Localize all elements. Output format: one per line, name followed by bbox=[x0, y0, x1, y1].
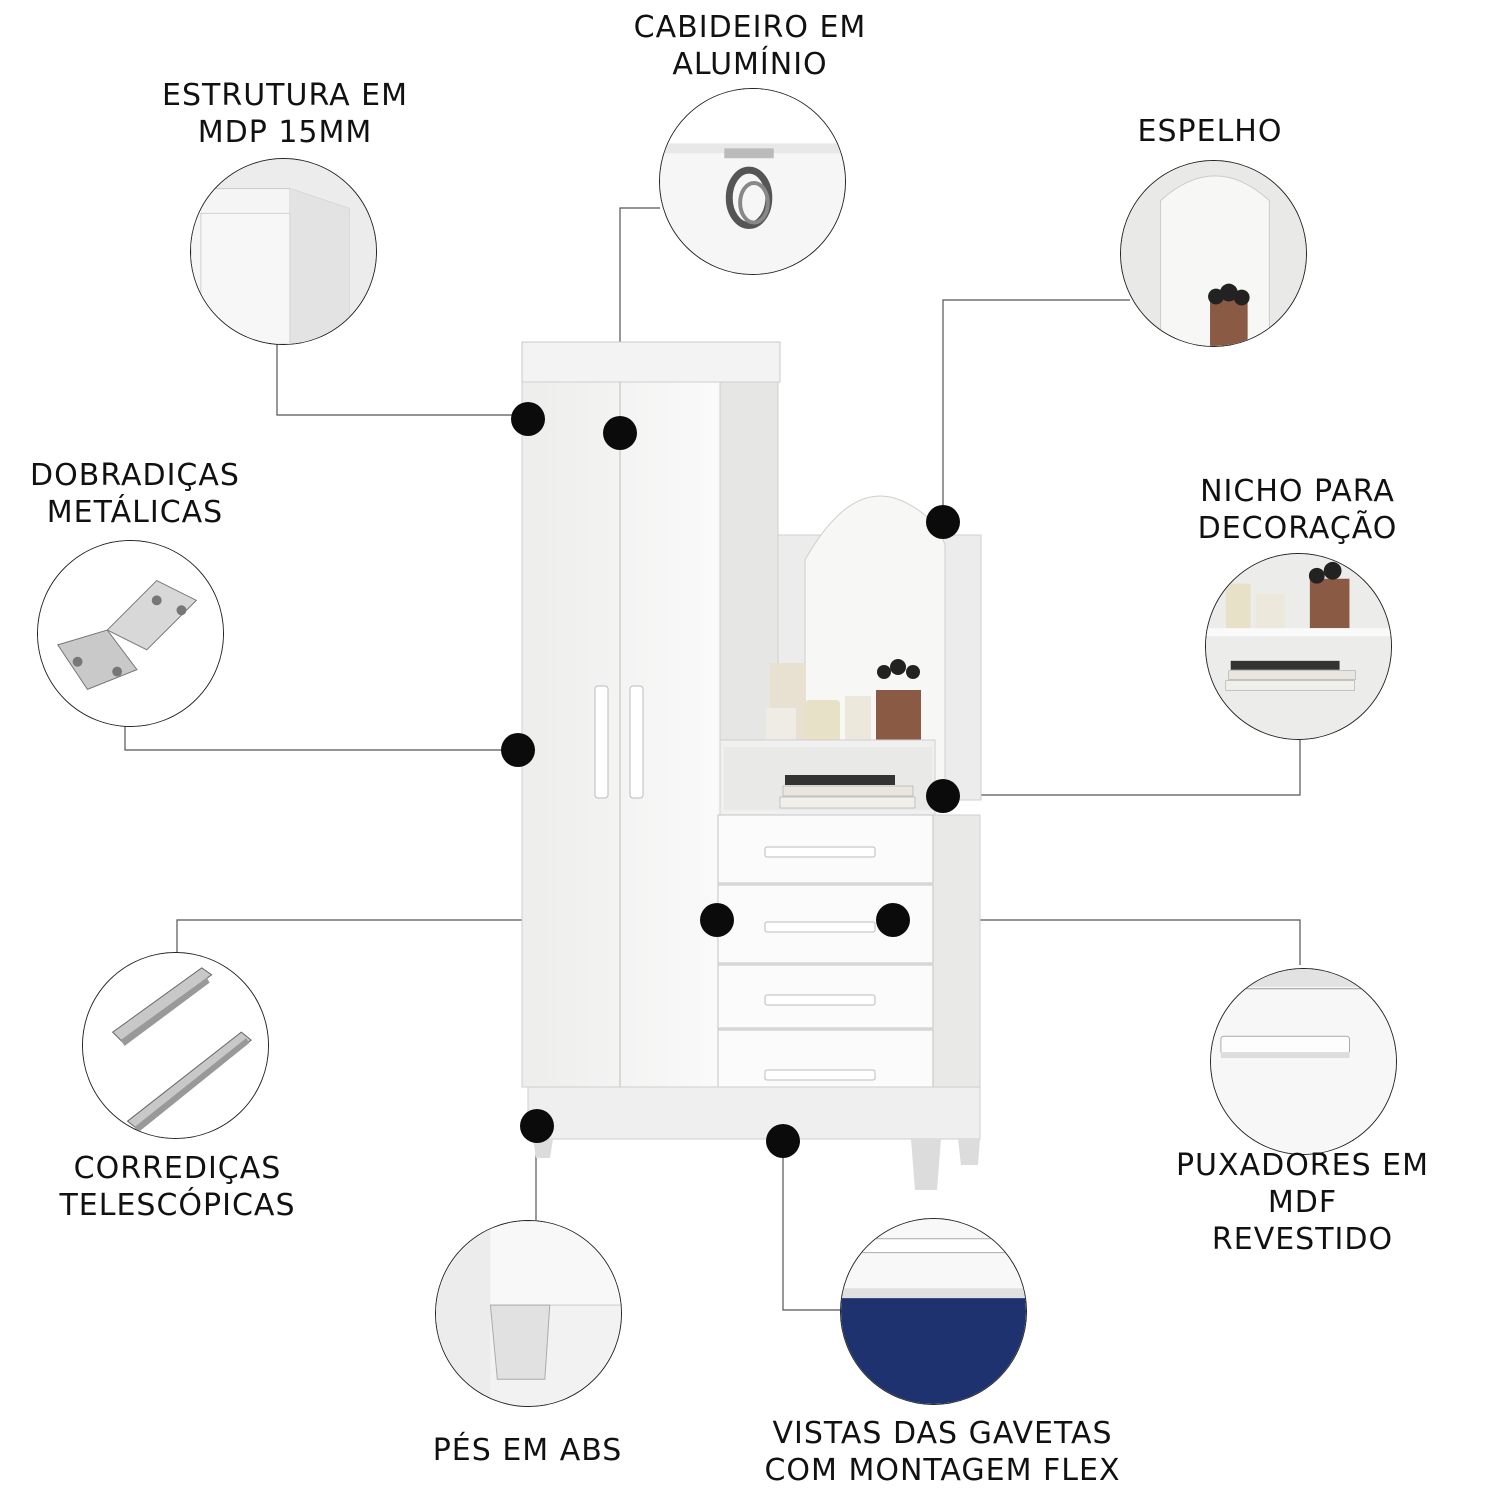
marker-dot[interactable] bbox=[926, 779, 960, 813]
detail-circle-pes bbox=[435, 1220, 622, 1407]
detail-circle-cabideiro bbox=[659, 88, 846, 275]
wardrobe-illustration bbox=[521, 341, 982, 1190]
marker-dot[interactable] bbox=[700, 903, 734, 937]
feature-label-puxadores: PUXADORES EM MDF REVESTIDO bbox=[1175, 1148, 1430, 1257]
detail-circle-espelho bbox=[1120, 160, 1307, 347]
marker-dot[interactable] bbox=[876, 903, 910, 937]
marker-dot[interactable] bbox=[603, 416, 637, 450]
marker-dot[interactable] bbox=[520, 1109, 554, 1143]
marker-dot[interactable] bbox=[766, 1124, 800, 1158]
detail-circle-puxadores bbox=[1210, 968, 1397, 1155]
feature-label-estrutura: ESTRUTURA EM MDP 15MM bbox=[162, 78, 408, 150]
marker-dot[interactable] bbox=[501, 733, 535, 767]
feature-label-pes: PÉS EM ABS bbox=[432, 1433, 623, 1468]
detail-circle-estrutura bbox=[190, 158, 377, 345]
detail-circle-nicho bbox=[1205, 553, 1392, 740]
detail-circle-vistas bbox=[840, 1218, 1027, 1405]
detail-circle-dobradicas bbox=[37, 540, 224, 727]
feature-label-vistas: VISTAS DAS GAVETAS COM MONTAGEM FLEX bbox=[764, 1416, 1121, 1488]
detail-circle-corredicas bbox=[82, 952, 269, 1139]
feature-label-nicho: NICHO PARA DECORAÇÃO bbox=[1197, 474, 1398, 546]
feature-label-espelho: ESPELHO bbox=[1137, 114, 1283, 149]
feature-label-corredicas: CORREDIÇAS TELESCÓPICAS bbox=[59, 1151, 296, 1223]
feature-label-dobradicas: DOBRADIÇAS METÁLICAS bbox=[30, 458, 240, 530]
marker-dot[interactable] bbox=[511, 402, 545, 436]
marker-dot[interactable] bbox=[926, 505, 960, 539]
feature-label-cabideiro: CABIDEIRO EM ALUMÍNIO bbox=[633, 10, 867, 82]
